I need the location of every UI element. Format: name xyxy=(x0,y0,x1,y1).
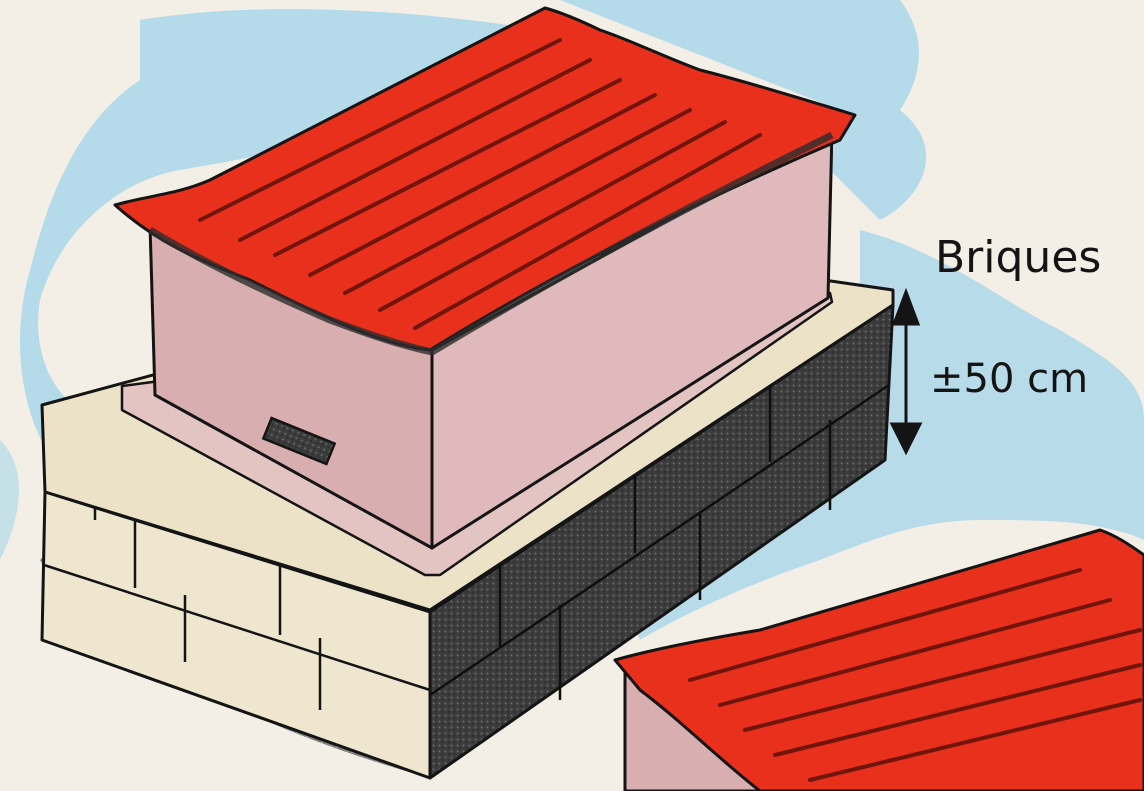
height-dimension: ±50 cm xyxy=(930,356,1088,402)
bricks-label: Briques xyxy=(935,232,1101,283)
